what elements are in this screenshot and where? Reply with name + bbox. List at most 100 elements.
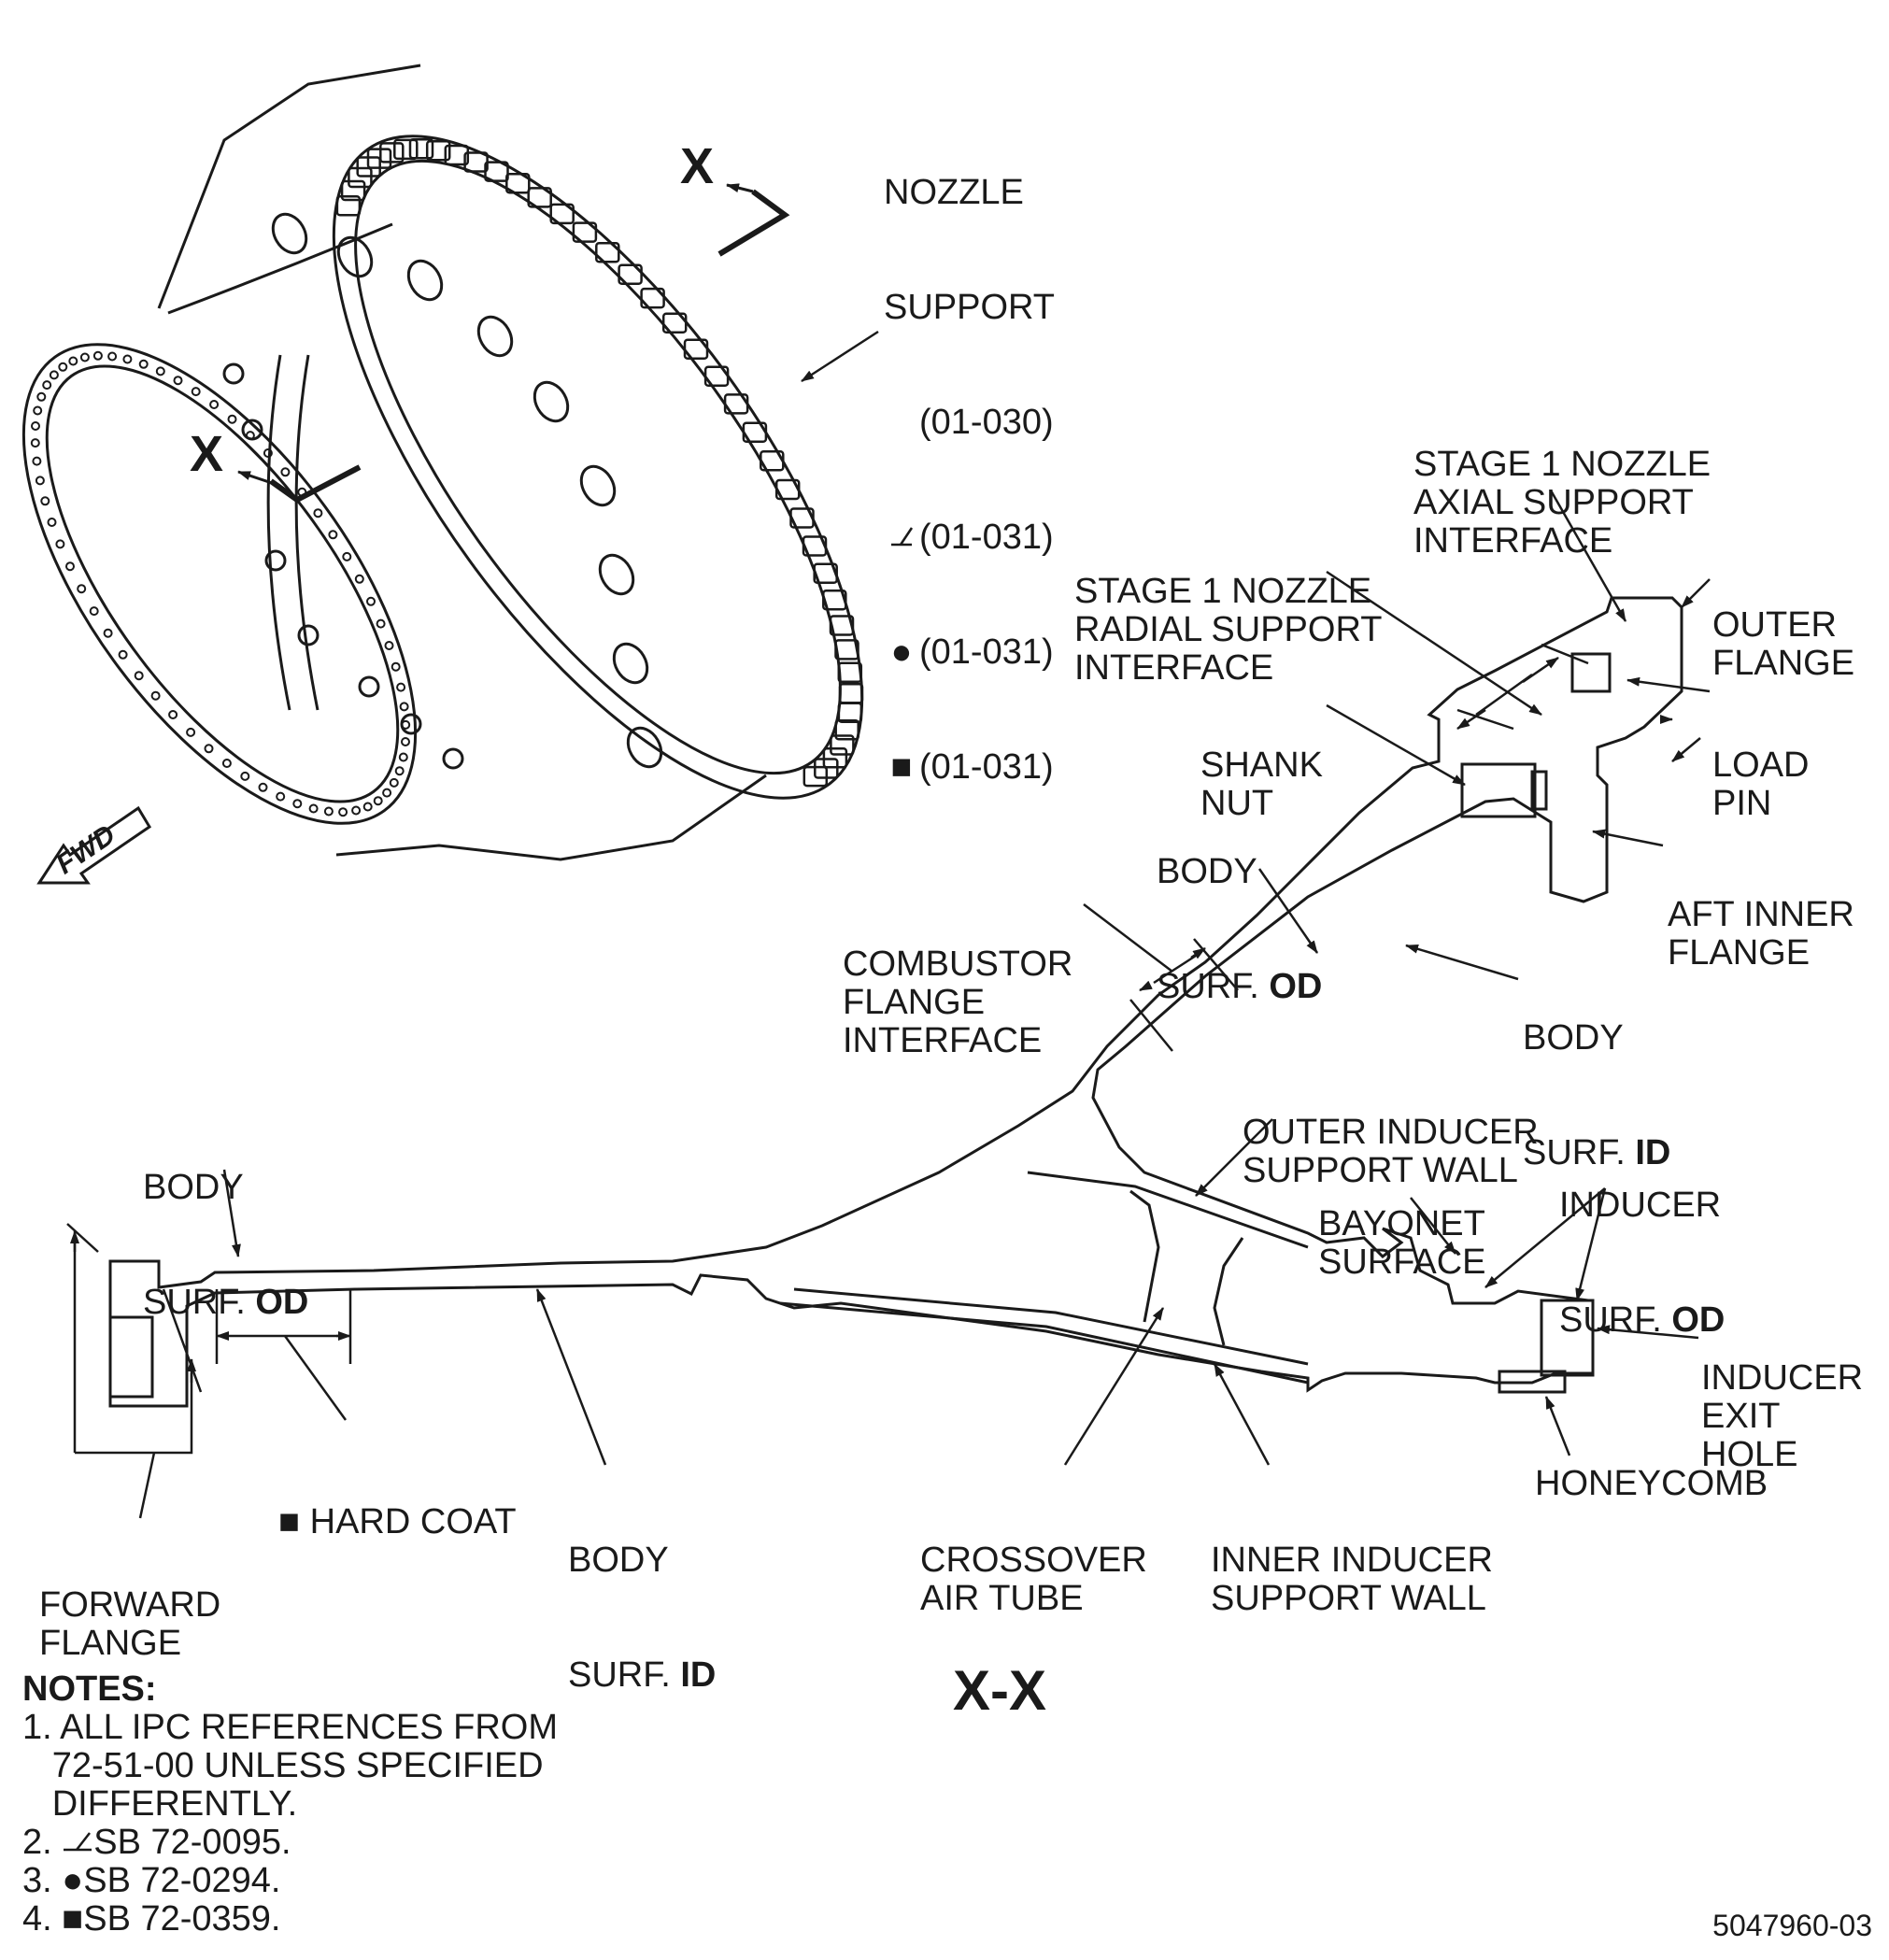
nozzle-vane-tabs bbox=[335, 137, 864, 788]
forward-flange-ring-outer bbox=[21, 343, 418, 825]
nozzle-support-leader bbox=[801, 330, 879, 383]
notes-block: NOTES: 1. ALL IPC REFERENCES FROM 72-51-… bbox=[22, 1670, 558, 1939]
square-icon: ■ bbox=[890, 747, 913, 787]
body-hole bbox=[271, 212, 308, 255]
flange-hole bbox=[399, 702, 409, 712]
flange-hole bbox=[55, 539, 65, 549]
flange-hole bbox=[186, 727, 196, 737]
square-icon: ■ bbox=[62, 1899, 84, 1939]
vane-tab bbox=[408, 137, 434, 160]
body-surf-od-upper-leader bbox=[1257, 868, 1319, 954]
flange-hole bbox=[394, 766, 405, 776]
vane-tab bbox=[838, 683, 864, 704]
aft-disc-outer bbox=[332, 135, 864, 800]
flange-hole bbox=[65, 561, 75, 572]
body-surf-id-lower-label: BODY SURF. ID bbox=[568, 1541, 717, 1695]
vane-tab bbox=[505, 173, 531, 194]
flange-hole bbox=[396, 682, 406, 692]
flange-hole bbox=[77, 584, 87, 594]
body-surf-od-left-label: BODY SURF. OD bbox=[143, 1168, 309, 1322]
body-hole bbox=[533, 380, 570, 423]
outer-inducer-wall bbox=[1027, 1171, 1309, 1249]
vane-tab bbox=[640, 287, 665, 309]
vane-tab bbox=[393, 138, 419, 161]
flange-hole bbox=[107, 351, 118, 362]
vane-tab bbox=[683, 338, 709, 360]
vane-tab bbox=[822, 589, 847, 611]
fastener-hole bbox=[264, 549, 287, 572]
flange-hole bbox=[118, 649, 128, 660]
note-item: 4. ■SB 72-0359. bbox=[22, 1899, 281, 1939]
flange-hole bbox=[138, 359, 149, 369]
section-marker-upper: X bbox=[680, 138, 715, 194]
body-hole bbox=[612, 642, 649, 685]
flange-hole bbox=[32, 456, 42, 466]
flange-hole bbox=[191, 387, 201, 397]
notes-heading: NOTES: bbox=[22, 1669, 157, 1709]
body-hole bbox=[336, 235, 374, 278]
flange-hole bbox=[258, 782, 268, 792]
vane-tab bbox=[742, 421, 768, 443]
flange-hole bbox=[31, 421, 40, 431]
flange-hole bbox=[276, 791, 286, 802]
flange-hole bbox=[376, 618, 386, 629]
vane-tab bbox=[661, 312, 688, 334]
section-cut-lower bbox=[237, 464, 362, 504]
vane-tab bbox=[760, 450, 785, 472]
vane-tab bbox=[822, 746, 848, 769]
flange-hole bbox=[221, 759, 232, 768]
vane-tab bbox=[802, 765, 829, 788]
flange-hole bbox=[227, 414, 237, 424]
forward-flange-ring-inner bbox=[45, 364, 400, 803]
inducer-surf-od-label: INDUCER SURF. OD bbox=[1559, 1186, 1726, 1340]
flange-hole bbox=[342, 551, 352, 561]
vane-tab bbox=[813, 562, 838, 585]
vane-tab bbox=[802, 535, 828, 557]
triangle-flag-icon bbox=[62, 1823, 93, 1862]
fastener-hole bbox=[222, 362, 245, 385]
bayonet-leader bbox=[1410, 1197, 1456, 1255]
body-hole bbox=[626, 726, 663, 769]
inner-inducer-leader bbox=[1213, 1363, 1271, 1466]
vane-tab bbox=[425, 139, 451, 162]
vane-tab bbox=[340, 179, 366, 202]
flange-hole bbox=[89, 606, 99, 617]
flange-hole bbox=[40, 496, 50, 506]
document-number: 5047960-03 bbox=[1712, 1909, 1872, 1942]
fastener-hole bbox=[358, 675, 380, 698]
nozzle-support-isometric bbox=[21, 64, 864, 861]
body-hole bbox=[579, 464, 617, 507]
vane-tab bbox=[618, 263, 643, 286]
fastener-hole bbox=[241, 419, 263, 441]
flange-hole bbox=[351, 805, 362, 816]
flange-hole bbox=[122, 354, 133, 364]
body-surf-id-lower-leader bbox=[535, 1288, 607, 1466]
note-item: 2. SB 72-0095. bbox=[22, 1823, 291, 1862]
flange-hole bbox=[134, 671, 144, 681]
vane-tab bbox=[830, 734, 855, 756]
vane-tab bbox=[379, 142, 405, 163]
forward-flange-bracket bbox=[66, 1223, 203, 1519]
nozzle-axial-lower bbox=[1671, 737, 1701, 762]
vane-tab bbox=[774, 478, 801, 501]
square-icon: ■ bbox=[278, 1502, 301, 1541]
load-pin-block bbox=[1570, 652, 1612, 693]
vane-tab bbox=[484, 161, 509, 182]
body-surf-od-upper-label: BODY SURF. OD bbox=[1157, 852, 1323, 1006]
shank-nut-leader bbox=[1326, 703, 1466, 787]
flange-hole bbox=[313, 508, 323, 518]
vane-tab bbox=[348, 166, 373, 189]
body-surf-od-left-leader bbox=[222, 1169, 241, 1257]
note-item: 1. ALL IPC REFERENCES FROM bbox=[22, 1708, 558, 1747]
triangle-flag-icon bbox=[884, 518, 919, 557]
nozzle-support-label: NOZZLE SUPPORT (01-030) (01-031) ●(01-03… bbox=[884, 173, 1056, 787]
honeycomb bbox=[1498, 1370, 1567, 1394]
flange-hole bbox=[209, 400, 220, 409]
inducer-exit-leader bbox=[1597, 1325, 1699, 1340]
